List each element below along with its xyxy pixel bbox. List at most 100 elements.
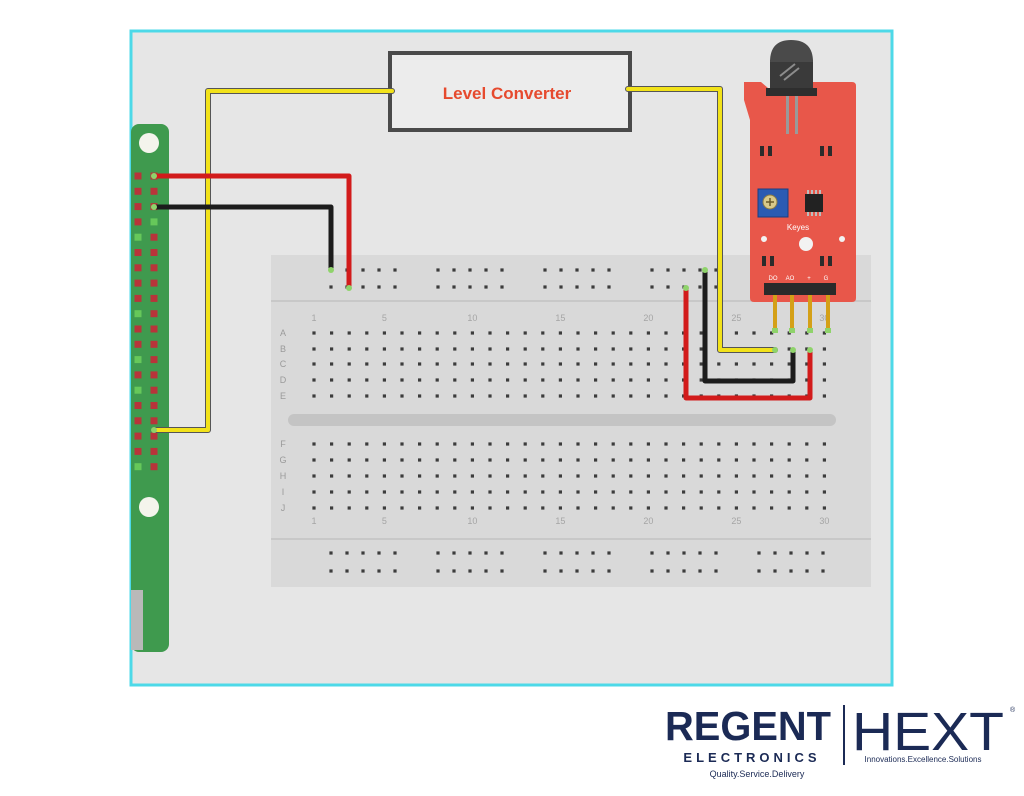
breadboard-hole bbox=[523, 506, 527, 510]
breadboard-hole bbox=[435, 347, 439, 351]
breadboard-hole bbox=[382, 474, 386, 478]
breadboard-hole bbox=[576, 490, 580, 494]
comparator-chip bbox=[805, 194, 823, 212]
row-letter: C bbox=[280, 359, 287, 369]
breadboard-hole bbox=[312, 331, 316, 335]
breadboard-hole bbox=[470, 458, 474, 462]
breadboard-hole bbox=[312, 458, 316, 462]
breadboard-hole bbox=[698, 551, 702, 555]
breadboard-hole bbox=[629, 474, 633, 478]
wire-ground-sensor bbox=[702, 267, 796, 384]
row-letter: I bbox=[282, 487, 285, 497]
breadboard-hole bbox=[312, 490, 316, 494]
mounting-hole bbox=[139, 497, 159, 517]
breadboard-hole bbox=[523, 474, 527, 478]
breadboard-hole bbox=[382, 442, 386, 446]
gpio-pin bbox=[150, 264, 158, 272]
breadboard-hole bbox=[717, 458, 721, 462]
column-number: 20 bbox=[643, 516, 653, 526]
breadboard-hole bbox=[523, 362, 527, 366]
breadboard-hole bbox=[611, 394, 615, 398]
breadboard-hole bbox=[418, 490, 422, 494]
breadboard-hole bbox=[329, 285, 333, 289]
row-letter: B bbox=[280, 344, 286, 354]
breadboard-hole bbox=[470, 347, 474, 351]
breadboard-hole bbox=[664, 378, 668, 382]
breadboard-hole bbox=[435, 506, 439, 510]
breadboard-hole bbox=[452, 551, 456, 555]
breadboard-hole bbox=[629, 347, 633, 351]
gpio-pin bbox=[134, 325, 142, 333]
breadboard-hole bbox=[650, 551, 654, 555]
breadboard-hole bbox=[666, 268, 670, 272]
breadboard-hole bbox=[330, 347, 334, 351]
breadboard-hole bbox=[664, 362, 668, 366]
breadboard-hole bbox=[541, 331, 545, 335]
breadboard-hole bbox=[594, 331, 598, 335]
breadboard-hole bbox=[822, 442, 826, 446]
column-number: 25 bbox=[731, 313, 741, 323]
gpio-header bbox=[134, 172, 158, 471]
gpio-pin bbox=[150, 432, 158, 440]
level-converter-label: Level Converter bbox=[443, 84, 572, 103]
breadboard-hole bbox=[559, 268, 563, 272]
breadboard-hole bbox=[361, 569, 365, 573]
breadboard-hole bbox=[436, 569, 440, 573]
breadboard-hole bbox=[699, 442, 703, 446]
breadboard-hole bbox=[787, 474, 791, 478]
breadboard-hole bbox=[822, 506, 826, 510]
breadboard-hole bbox=[717, 442, 721, 446]
breadboard-hole bbox=[468, 569, 472, 573]
gpio-pin bbox=[134, 187, 142, 195]
breadboard-hole bbox=[607, 569, 611, 573]
pin-label-do: DO bbox=[769, 276, 778, 282]
breadboard-hole bbox=[752, 490, 756, 494]
breadboard-hole bbox=[470, 331, 474, 335]
breadboard-hole bbox=[734, 362, 738, 366]
breadboard-hole bbox=[699, 474, 703, 478]
breadboard-hole bbox=[330, 474, 334, 478]
breadboard-hole bbox=[361, 268, 365, 272]
breadboard-hole bbox=[699, 331, 703, 335]
breadboard-hole bbox=[591, 268, 595, 272]
breadboard-hole bbox=[453, 458, 457, 462]
breadboard-hole bbox=[646, 378, 650, 382]
breadboard-hole bbox=[541, 378, 545, 382]
breadboard-hole bbox=[365, 394, 369, 398]
breadboard-hole bbox=[418, 362, 422, 366]
breadboard-hole bbox=[629, 378, 633, 382]
breadboard-hole bbox=[541, 490, 545, 494]
breadboard-hole bbox=[436, 551, 440, 555]
breadboard-hole bbox=[664, 506, 668, 510]
breadboard-hole bbox=[347, 442, 351, 446]
ir-sensor-module: Keyes DO AO + G bbox=[744, 40, 856, 333]
level-converter-box bbox=[388, 51, 632, 132]
breadboard-hole bbox=[541, 458, 545, 462]
breadboard-hole bbox=[752, 442, 756, 446]
gpio-pin bbox=[150, 218, 158, 226]
wire-signal-pi bbox=[152, 89, 394, 432]
breadboard-hole bbox=[558, 474, 562, 478]
breadboard-hole bbox=[400, 506, 404, 510]
breadboard-hole bbox=[611, 362, 615, 366]
breadboard-hole bbox=[347, 347, 351, 351]
breadboard-hole bbox=[365, 506, 369, 510]
breadboard-hole bbox=[418, 378, 422, 382]
breadboard-hole bbox=[594, 458, 598, 462]
gpio-pin bbox=[134, 233, 142, 241]
breadboard-hole bbox=[330, 458, 334, 462]
breadboard-hole bbox=[714, 551, 718, 555]
gpio-pin bbox=[134, 172, 142, 180]
wire-power-sensor bbox=[683, 285, 813, 401]
breadboard-hole bbox=[666, 551, 670, 555]
breadboard-hole bbox=[365, 362, 369, 366]
breadboard-hole bbox=[365, 331, 369, 335]
breadboard-hole bbox=[789, 569, 793, 573]
breadboard-hole bbox=[607, 268, 611, 272]
breadboard-hole bbox=[312, 362, 316, 366]
breadboard-hole bbox=[682, 551, 686, 555]
breadboard-hole bbox=[468, 268, 472, 272]
breadboard-hole bbox=[365, 442, 369, 446]
breadboard-hole bbox=[787, 442, 791, 446]
